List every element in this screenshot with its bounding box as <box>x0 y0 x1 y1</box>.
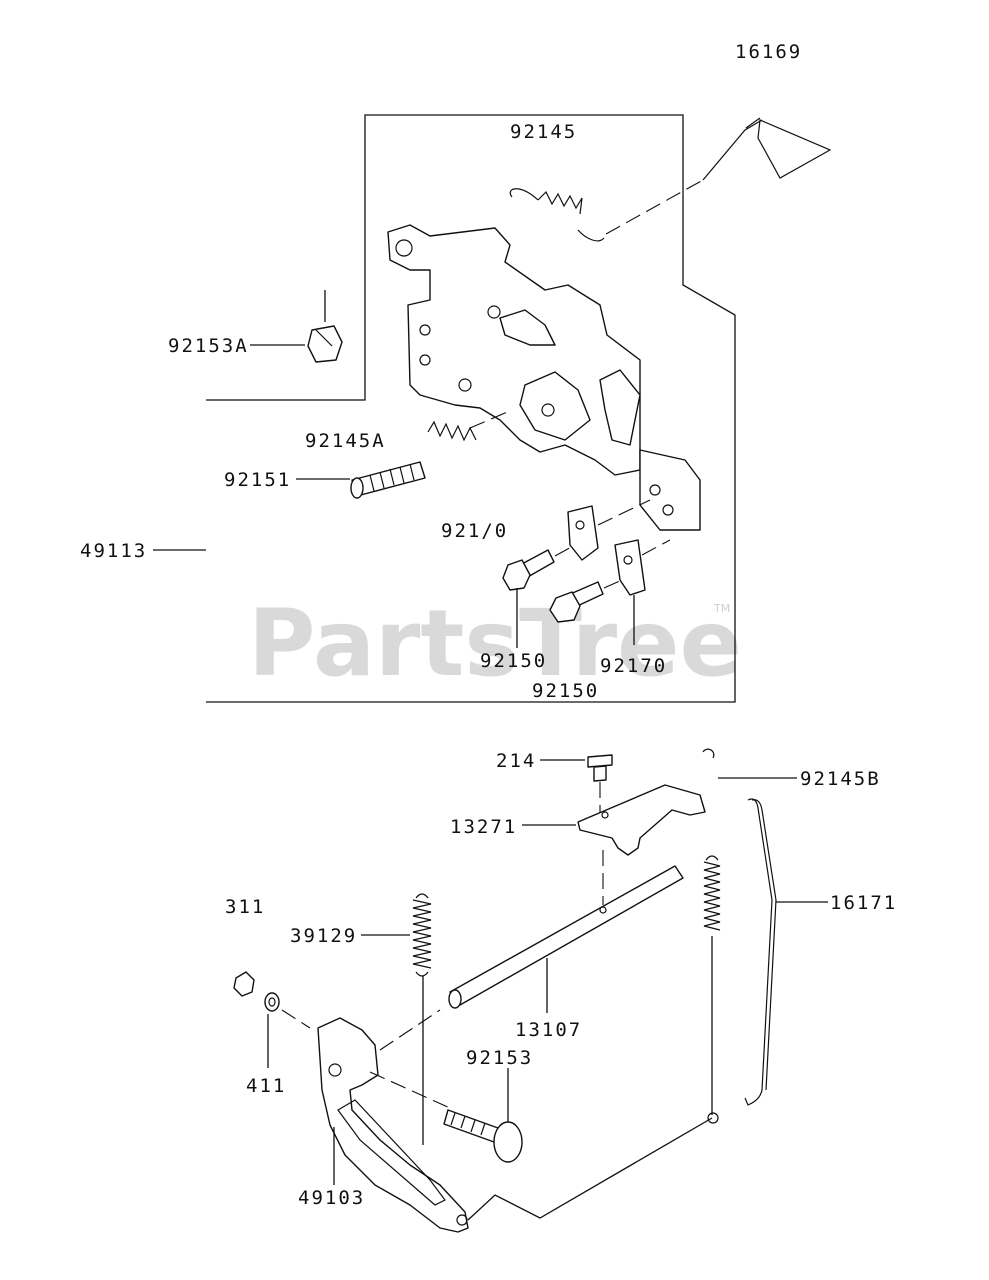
label-92145A: 92145A <box>305 430 386 452</box>
label-92151: 92151 <box>224 469 291 491</box>
governor-plate-assembly <box>387 224 701 531</box>
label-13271: 13271 <box>450 816 517 838</box>
bracket-92170-upper <box>567 499 651 561</box>
label-92153A: 92153A <box>168 335 249 357</box>
bolt-92153A <box>307 290 343 363</box>
label-49113: 49113 <box>80 540 147 562</box>
label-16171: 16171 <box>830 892 897 914</box>
part-labels: 92145 92153A 92145A 92151 921/0 49113 92… <box>80 121 897 1209</box>
label-92170-top: 921/0 <box>441 520 508 542</box>
watermark-trademark: TM <box>713 602 730 615</box>
lever-49103 <box>317 1017 713 1233</box>
label-92150-a: 92150 <box>480 650 547 672</box>
label-92150-b: 92150 <box>532 680 599 702</box>
diagram-ref-code: 16169 <box>735 41 802 63</box>
bolt-92150-b <box>549 579 623 623</box>
spring-92145A <box>427 409 513 442</box>
spring-92145 <box>509 117 832 242</box>
label-92153: 92153 <box>466 1047 533 1069</box>
bolt-92153 <box>369 1068 523 1163</box>
bolt-92150-a <box>502 544 576 648</box>
label-214: 214 <box>496 750 536 772</box>
leader-lines <box>153 344 828 936</box>
clip-92145B <box>702 748 715 759</box>
label-13107: 13107 <box>515 1019 582 1041</box>
assembly-frame-49113 <box>206 114 736 703</box>
label-92145B: 92145B <box>800 768 881 790</box>
shaft-13107 <box>379 865 684 1051</box>
screw-214 <box>587 754 613 820</box>
rod-16171 <box>744 798 777 1106</box>
spring-39129 <box>412 893 432 1145</box>
washer-411 <box>264 992 311 1068</box>
label-311: 311 <box>225 896 265 918</box>
bracket-92170 <box>614 539 671 645</box>
label-411: 411 <box>246 1075 286 1097</box>
screw-92151 <box>350 461 426 499</box>
label-39129: 39129 <box>290 925 357 947</box>
label-92145: 92145 <box>510 121 577 143</box>
plate-13271 <box>577 784 706 905</box>
watermark: PartsTree <box>248 590 742 697</box>
spring-rod-right <box>703 855 721 1124</box>
label-49103: 49103 <box>298 1187 365 1209</box>
nut-311 <box>233 971 255 997</box>
label-92170: 92170 <box>600 655 667 677</box>
